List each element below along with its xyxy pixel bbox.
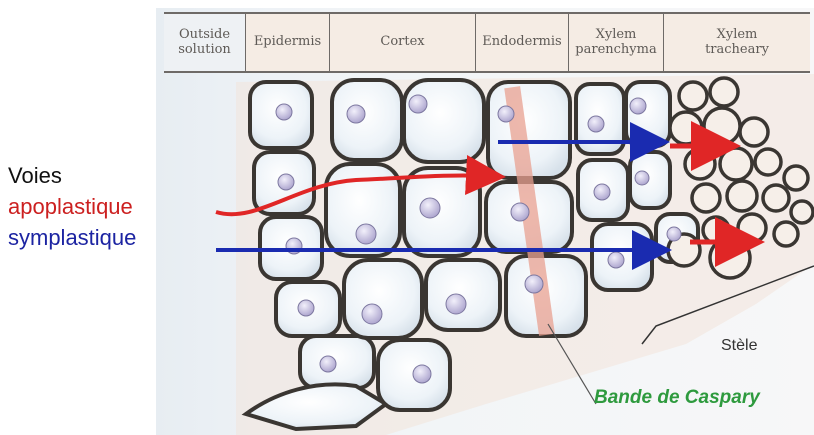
header-xylem-parenchyma: Xylem parenchyma [569, 14, 664, 71]
pathway-legend: Voies apoplastique symplastique [8, 160, 163, 253]
header-cortex: Cortex [330, 14, 476, 71]
header-endodermis: Endodermis [476, 14, 569, 71]
pathway-apoplastic-label: apoplastique [8, 191, 163, 222]
caspary-label: Bande de Caspary [594, 387, 760, 409]
header-epidermis: Epidermis [246, 14, 330, 71]
header-xylem-tracheary: Xylem tracheary [664, 14, 810, 71]
pathway-symplastic-label: symplastique [8, 222, 163, 253]
pathway-title: Voies [8, 160, 163, 191]
tissue-header: Outside solution Epidermis Cortex Endode… [164, 12, 810, 73]
stele-label: Stèle [721, 337, 757, 355]
header-outside-solution: Outside solution [164, 14, 246, 71]
root-cells-diagram [156, 74, 814, 435]
